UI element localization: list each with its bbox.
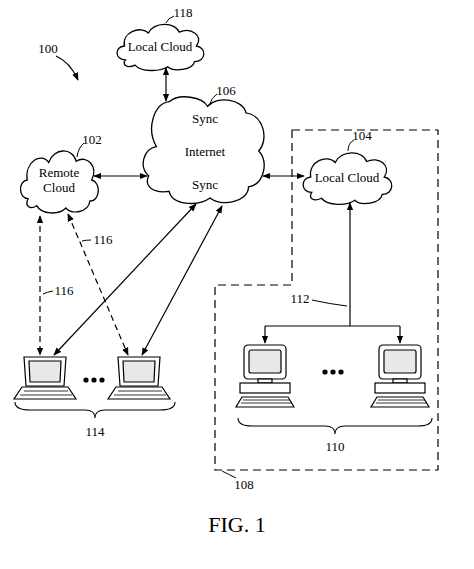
bus-link bbox=[399, 326, 400, 343]
leader-line bbox=[312, 300, 347, 306]
network-link bbox=[54, 204, 196, 355]
cloud-outline bbox=[21, 151, 99, 213]
line-art bbox=[236, 397, 294, 407]
line-art bbox=[376, 400, 427, 403]
line-art bbox=[108, 387, 170, 399]
callout-number: 112 bbox=[290, 291, 309, 306]
node-content: Local Cloud bbox=[298, 148, 396, 206]
line-art bbox=[322, 369, 327, 374]
line-art bbox=[14, 387, 76, 399]
cloud-node: Remote Cloud bbox=[16, 145, 102, 215]
connector-arrow bbox=[94, 175, 147, 176]
line-art bbox=[118, 357, 160, 386]
sync-label: Sync bbox=[192, 111, 218, 126]
line-art bbox=[330, 369, 335, 374]
callout-number: 108 bbox=[234, 477, 254, 492]
bus-link bbox=[349, 203, 350, 326]
line-art bbox=[241, 400, 292, 403]
node-title: Local Cloud bbox=[315, 170, 380, 185]
cloud-node: Local Cloud bbox=[298, 148, 396, 206]
bus-line bbox=[265, 325, 400, 326]
line-art bbox=[99, 377, 104, 382]
laptop-icon bbox=[14, 357, 76, 399]
computer-icon bbox=[371, 345, 429, 407]
line-art bbox=[123, 361, 155, 382]
leader-line bbox=[43, 291, 53, 294]
callout-number: 100 bbox=[38, 41, 58, 56]
line-art bbox=[24, 357, 66, 386]
node-title: Internet bbox=[185, 144, 225, 159]
line-art bbox=[393, 379, 407, 383]
group-brace bbox=[238, 418, 432, 434]
dashed-link bbox=[39, 216, 40, 355]
cloud-node: Local Cloud bbox=[112, 20, 208, 72]
connector-arrow bbox=[165, 68, 166, 101]
leader-lines bbox=[43, 16, 354, 478]
callout-number: 118 bbox=[173, 5, 192, 20]
line-art bbox=[375, 383, 425, 393]
line-art bbox=[240, 383, 290, 393]
line-art bbox=[379, 345, 421, 379]
node-title: Remote Cloud bbox=[30, 165, 88, 195]
callout-number: 116 bbox=[54, 283, 73, 298]
line-art bbox=[114, 391, 166, 395]
reference-arrow bbox=[56, 56, 78, 80]
callout-number: 110 bbox=[325, 439, 344, 454]
callout-number: 114 bbox=[85, 424, 104, 439]
cloud-outline bbox=[117, 24, 204, 70]
node-content: Remote Cloud bbox=[16, 145, 102, 215]
callout-number: 106 bbox=[216, 83, 236, 98]
line-art bbox=[91, 377, 96, 382]
line-art bbox=[384, 350, 416, 373]
line-art bbox=[371, 397, 429, 407]
internet-cloud: SyncInternetSync bbox=[141, 95, 269, 207]
line-art bbox=[20, 391, 72, 395]
computer-icon bbox=[236, 345, 294, 407]
node-content: SyncInternetSync bbox=[141, 95, 269, 207]
laptop-icon bbox=[108, 357, 170, 399]
node-content: Local Cloud bbox=[112, 20, 208, 72]
callout-number: 104 bbox=[352, 128, 372, 143]
network-link bbox=[142, 206, 222, 355]
line-art bbox=[258, 379, 272, 383]
leader-line bbox=[166, 16, 174, 23]
group-brace bbox=[15, 402, 175, 418]
figure-caption: FIG. 1 bbox=[208, 512, 265, 538]
leader-line bbox=[222, 471, 236, 478]
line-art bbox=[249, 350, 281, 373]
line-art bbox=[338, 369, 343, 374]
line-art bbox=[244, 345, 286, 379]
callout-number: 116 bbox=[93, 232, 112, 247]
leader-line bbox=[82, 240, 91, 241]
line-art bbox=[83, 377, 88, 382]
cloud-outline bbox=[143, 97, 264, 204]
ellipsis-dots bbox=[83, 369, 343, 382]
sync-label: Sync bbox=[192, 177, 218, 192]
node-title: Local Cloud bbox=[128, 39, 193, 54]
cloud-outline bbox=[303, 153, 392, 204]
dashed-link bbox=[68, 214, 128, 355]
bus-link bbox=[264, 326, 265, 343]
connector-arrow bbox=[263, 175, 304, 176]
callout-number: 102 bbox=[82, 132, 102, 147]
line-art bbox=[29, 361, 61, 382]
